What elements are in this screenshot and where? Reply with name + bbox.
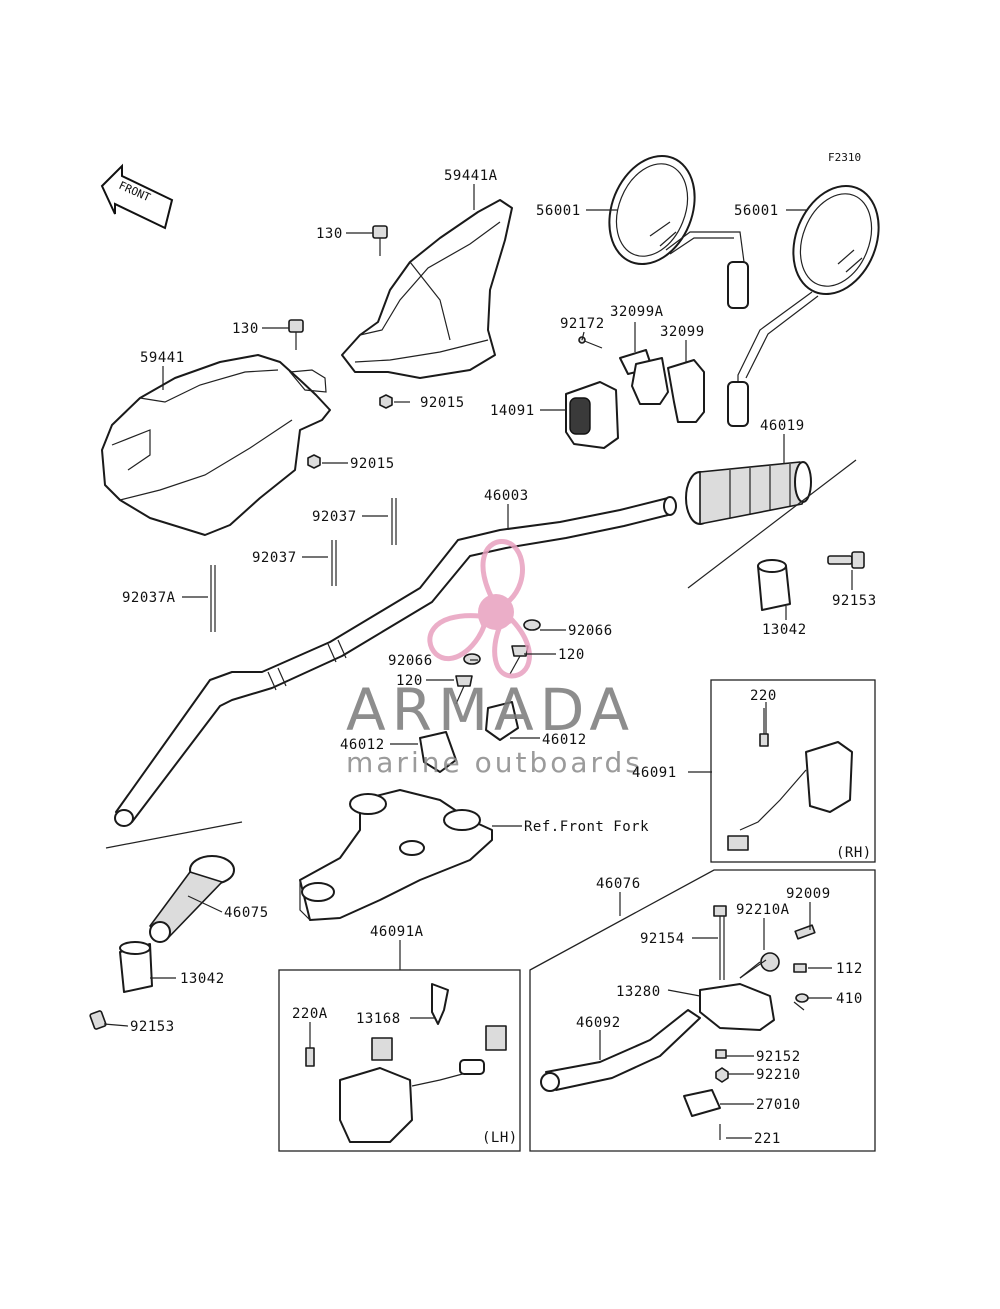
handlebar [114, 496, 677, 827]
label-27010: 27010 [756, 1097, 801, 1113]
rh-switch-box: (RH) [710, 679, 876, 863]
nut-92066-right [523, 619, 541, 631]
ref-front-fork-label: Ref.Front Fork [524, 819, 649, 835]
label-13280: 13280 [616, 984, 661, 1000]
label-13168: 13168 [356, 1011, 401, 1027]
label-32099: 32099 [660, 324, 705, 340]
triple-clamp [299, 789, 493, 921]
label-92210: 92210 [756, 1067, 801, 1083]
label-92172: 92172 [560, 316, 605, 332]
label-13042-left: 13042 [180, 971, 225, 987]
label-46092: 46092 [576, 1015, 621, 1031]
pin-92037-b [331, 540, 337, 586]
label-92210A: 92210A [736, 902, 790, 918]
rh-label: (RH) [836, 845, 872, 861]
label-130-left: 130 [232, 321, 259, 337]
throttle-grip [685, 461, 812, 525]
mirror-right [727, 184, 880, 427]
label-14091: 14091 [490, 403, 535, 419]
label-92037-b: 92037 [252, 550, 297, 566]
nut-92066-left [463, 653, 481, 665]
label-410: 410 [836, 991, 863, 1007]
lh-label: (LH) [482, 1130, 518, 1146]
hand-guard-left [101, 354, 331, 536]
label-46012-right: 46012 [542, 732, 587, 748]
watermark-tagline: marine outboards [346, 746, 643, 779]
label-92153-right: 92153 [832, 593, 877, 609]
bar-end-weight-left [119, 941, 153, 993]
bolt-130-top [372, 225, 388, 256]
label-59441: 59441 [140, 350, 185, 366]
bolt-92153-left [89, 1010, 107, 1030]
label-92009: 92009 [786, 886, 831, 902]
label-46091A: 46091A [370, 924, 424, 940]
label-92152: 92152 [756, 1049, 801, 1065]
pin-92037-a [391, 498, 397, 545]
label-46019: 46019 [760, 418, 805, 434]
label-92066-right: 92066 [568, 623, 613, 639]
label-120-right: 120 [558, 647, 585, 663]
label-92153-left: 92153 [130, 1019, 175, 1035]
label-92037-a: 92037 [312, 509, 357, 525]
label-92066-left: 92066 [388, 653, 433, 669]
label-220: 220 [750, 688, 777, 704]
grip-left [149, 855, 235, 943]
nut-92015-left [307, 454, 321, 469]
label-220A: 220A [292, 1006, 328, 1022]
bar-end-weight-right [757, 559, 791, 611]
propeller-icon [427, 539, 532, 679]
label-92037A: 92037A [122, 590, 176, 606]
leader-lines [103, 184, 853, 1139]
nut-92015-top [379, 394, 393, 409]
watermark-logo: ARMADA marine outboards [346, 539, 643, 779]
label-112: 112 [836, 961, 863, 977]
lever-box [529, 869, 876, 1152]
label-56001-left: 56001 [536, 203, 581, 219]
hand-guard-right [341, 199, 513, 379]
label-46012-left: 46012 [340, 737, 385, 753]
label-32099A: 32099A [610, 304, 664, 320]
label-92015-left: 92015 [350, 456, 395, 472]
mirror-left [608, 154, 749, 309]
front-arrow-icon: FRONT [100, 163, 174, 230]
label-120-left: 120 [396, 673, 423, 689]
bolt-120-left [455, 675, 473, 705]
label-46075: 46075 [224, 905, 269, 921]
label-92015-top: 92015 [420, 395, 465, 411]
label-46076: 46076 [596, 876, 641, 892]
diagram-code: F2310 [828, 151, 861, 164]
label-46091: 46091 [632, 765, 677, 781]
pin-92037A [210, 565, 216, 632]
bolt-130-left [288, 319, 304, 350]
label-59441A: 59441A [444, 168, 498, 184]
label-56001-right: 56001 [734, 203, 779, 219]
label-92154: 92154 [640, 931, 685, 947]
bolt-92153-right [827, 551, 865, 569]
label-130-top: 130 [316, 226, 343, 242]
lh-switch-box: (LH) [278, 969, 521, 1152]
label-13042-right: 13042 [762, 622, 807, 638]
throttle-case-parts [565, 336, 705, 449]
label-46003: 46003 [484, 488, 529, 504]
label-221: 221 [754, 1131, 781, 1147]
watermark-brand: ARMADA [346, 676, 635, 744]
holder-46012-right [485, 701, 519, 741]
holder-46012-left [419, 731, 457, 773]
